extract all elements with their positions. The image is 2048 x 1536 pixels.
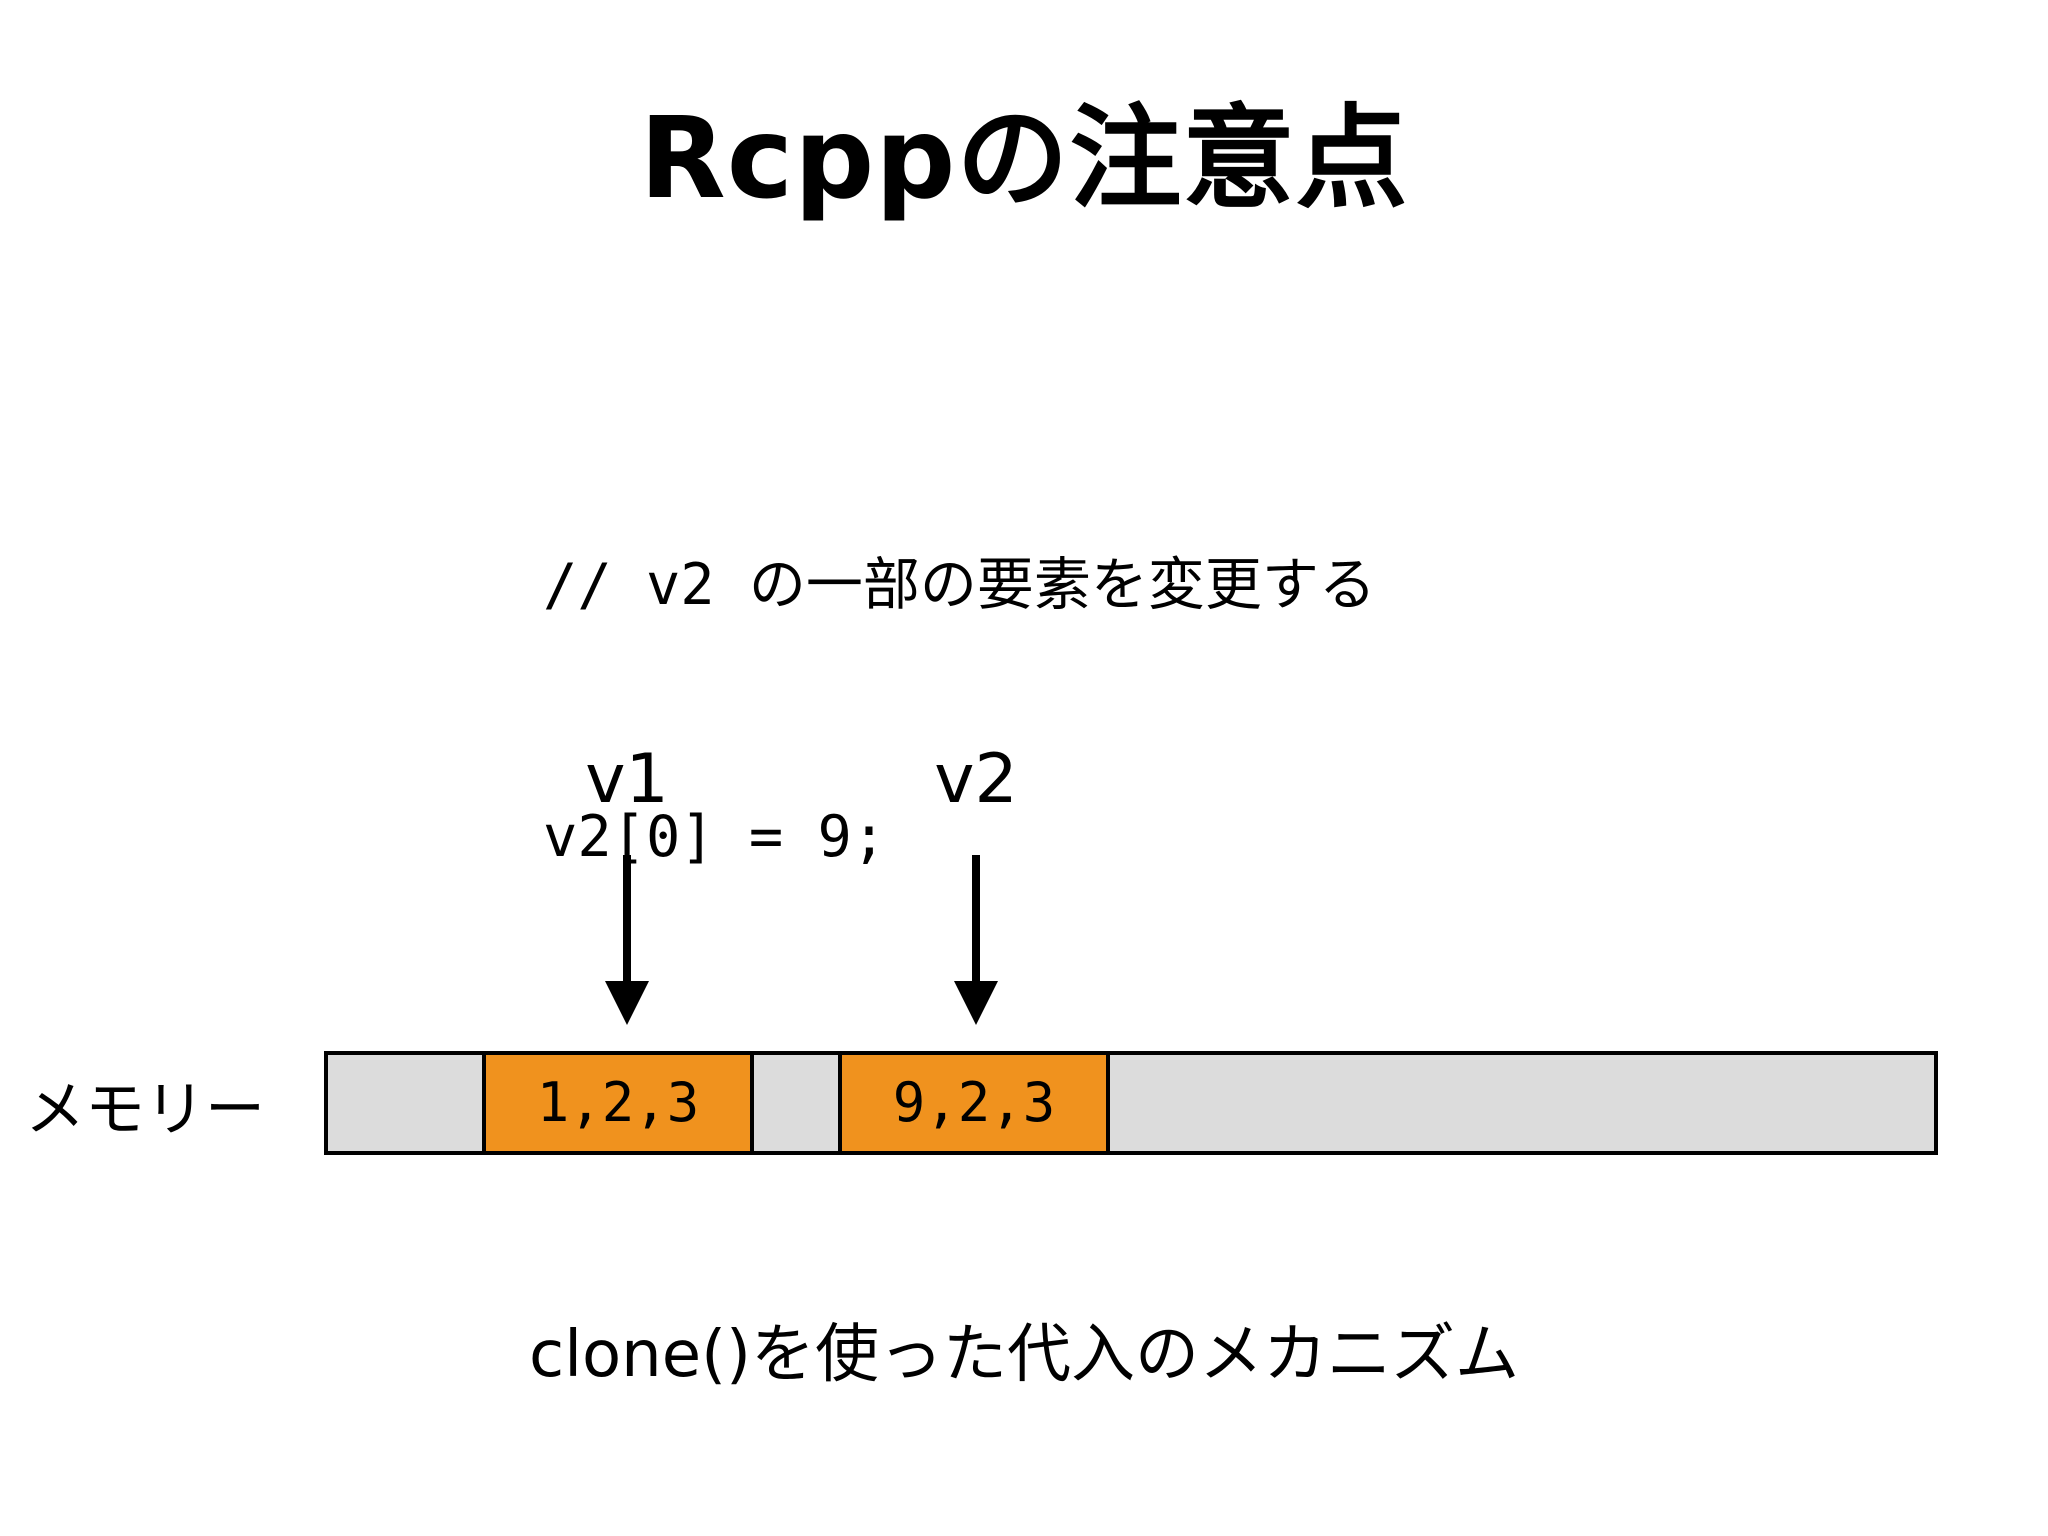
slide-caption: clone()を使った代入のメカニズム	[529, 1318, 1519, 1392]
pointer-label-v1: v1	[585, 740, 669, 819]
arrow-down-icon-v2	[954, 855, 998, 1025]
slide-title: Rcppの注意点	[639, 94, 1409, 224]
memory-block-v2: 9,2,3	[838, 1051, 1110, 1155]
code-assignment-line: v2[0] = 9;	[543, 804, 887, 870]
pointer-label-v2: v2	[934, 740, 1018, 819]
code-snippet: // v2 の一部の要素を変更する v2[0] = 9;	[543, 375, 1376, 963]
code-comment-line: // v2 の一部の要素を変更する	[543, 552, 1376, 618]
memory-gap	[750, 1051, 842, 1155]
memory-block-v1: 1,2,3	[482, 1051, 754, 1155]
memory-bar: 1,2,3 9,2,3	[324, 1051, 1938, 1155]
arrow-down-icon-v1	[605, 855, 649, 1025]
memory-label: メモリー	[25, 1075, 265, 1145]
